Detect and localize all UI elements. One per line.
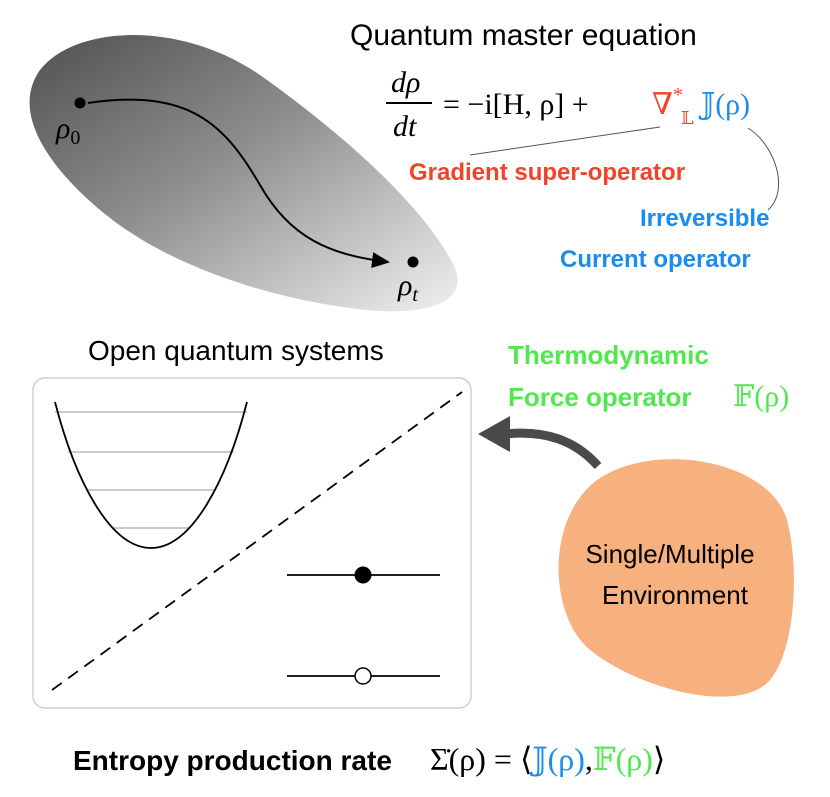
gradient-label: Gradient super-operator xyxy=(409,159,685,186)
lhs-denominator: dt xyxy=(393,110,417,143)
lhs-numerator: dρ xyxy=(391,66,420,99)
environment-label-line2: Environment xyxy=(602,580,749,610)
empty-state-dot xyxy=(354,667,372,685)
force-symbol: 𝔽(ρ) xyxy=(733,380,789,413)
current-connector xyxy=(747,127,780,211)
environment-label-line1: Single/Multiple xyxy=(585,539,754,569)
force-label-line2: Force operator xyxy=(508,382,692,412)
state-space-blob xyxy=(29,35,458,312)
two-level-system xyxy=(287,566,440,685)
initial-state-dot xyxy=(74,97,86,109)
force-panel: Thermodynamic Force operator 𝔽(ρ) xyxy=(478,340,789,470)
entropy-formula: Σ̇(ρ) = ⟨𝕁(ρ),𝔽(ρ)⟩ xyxy=(430,741,665,777)
environment-blob xyxy=(558,459,794,697)
environment-panel: Single/Multiple Environment xyxy=(558,459,794,697)
harmonic-levels xyxy=(55,411,247,529)
open-systems-title: Open quantum systems xyxy=(88,335,384,366)
final-state-label: ρt xyxy=(397,269,418,306)
diagonal-divider xyxy=(51,391,463,691)
final-state-dot xyxy=(407,256,419,268)
force-arrow-head xyxy=(478,416,510,452)
entropy-panel: Entropy production rate Σ̇(ρ) = ⟨𝕁(ρ),𝔽(… xyxy=(73,741,665,777)
force-arrow-shaft xyxy=(504,428,602,470)
gradient-subscript: 𝕃 xyxy=(681,108,694,128)
current-label-line2: Current operator xyxy=(560,246,751,273)
harmonic-potential xyxy=(54,401,248,549)
entropy-label: Entropy production rate xyxy=(73,745,392,776)
master-equation-panel: Quantum master equation dρ dt = −i[H, ρ]… xyxy=(350,19,780,273)
force-label-line1: Thermodynamic xyxy=(508,340,709,370)
current-label-line1: Irreversible xyxy=(640,205,769,232)
initial-state-label: ρ0 xyxy=(55,112,80,149)
open-systems-panel: Open quantum systems xyxy=(32,335,472,709)
open-systems-box xyxy=(32,377,472,709)
gradient-connector xyxy=(469,126,661,156)
current-term: 𝕁(ρ) xyxy=(698,88,750,121)
gradient-operator: ∇* xyxy=(652,84,683,121)
trajectory-arrow xyxy=(87,98,390,269)
filled-state-dot xyxy=(354,566,372,584)
master-equation-title: Quantum master equation xyxy=(350,19,697,52)
hamiltonian-term: = −i[H, ρ] + xyxy=(443,88,589,121)
state-space-panel: ρ0 ρt xyxy=(29,35,458,312)
